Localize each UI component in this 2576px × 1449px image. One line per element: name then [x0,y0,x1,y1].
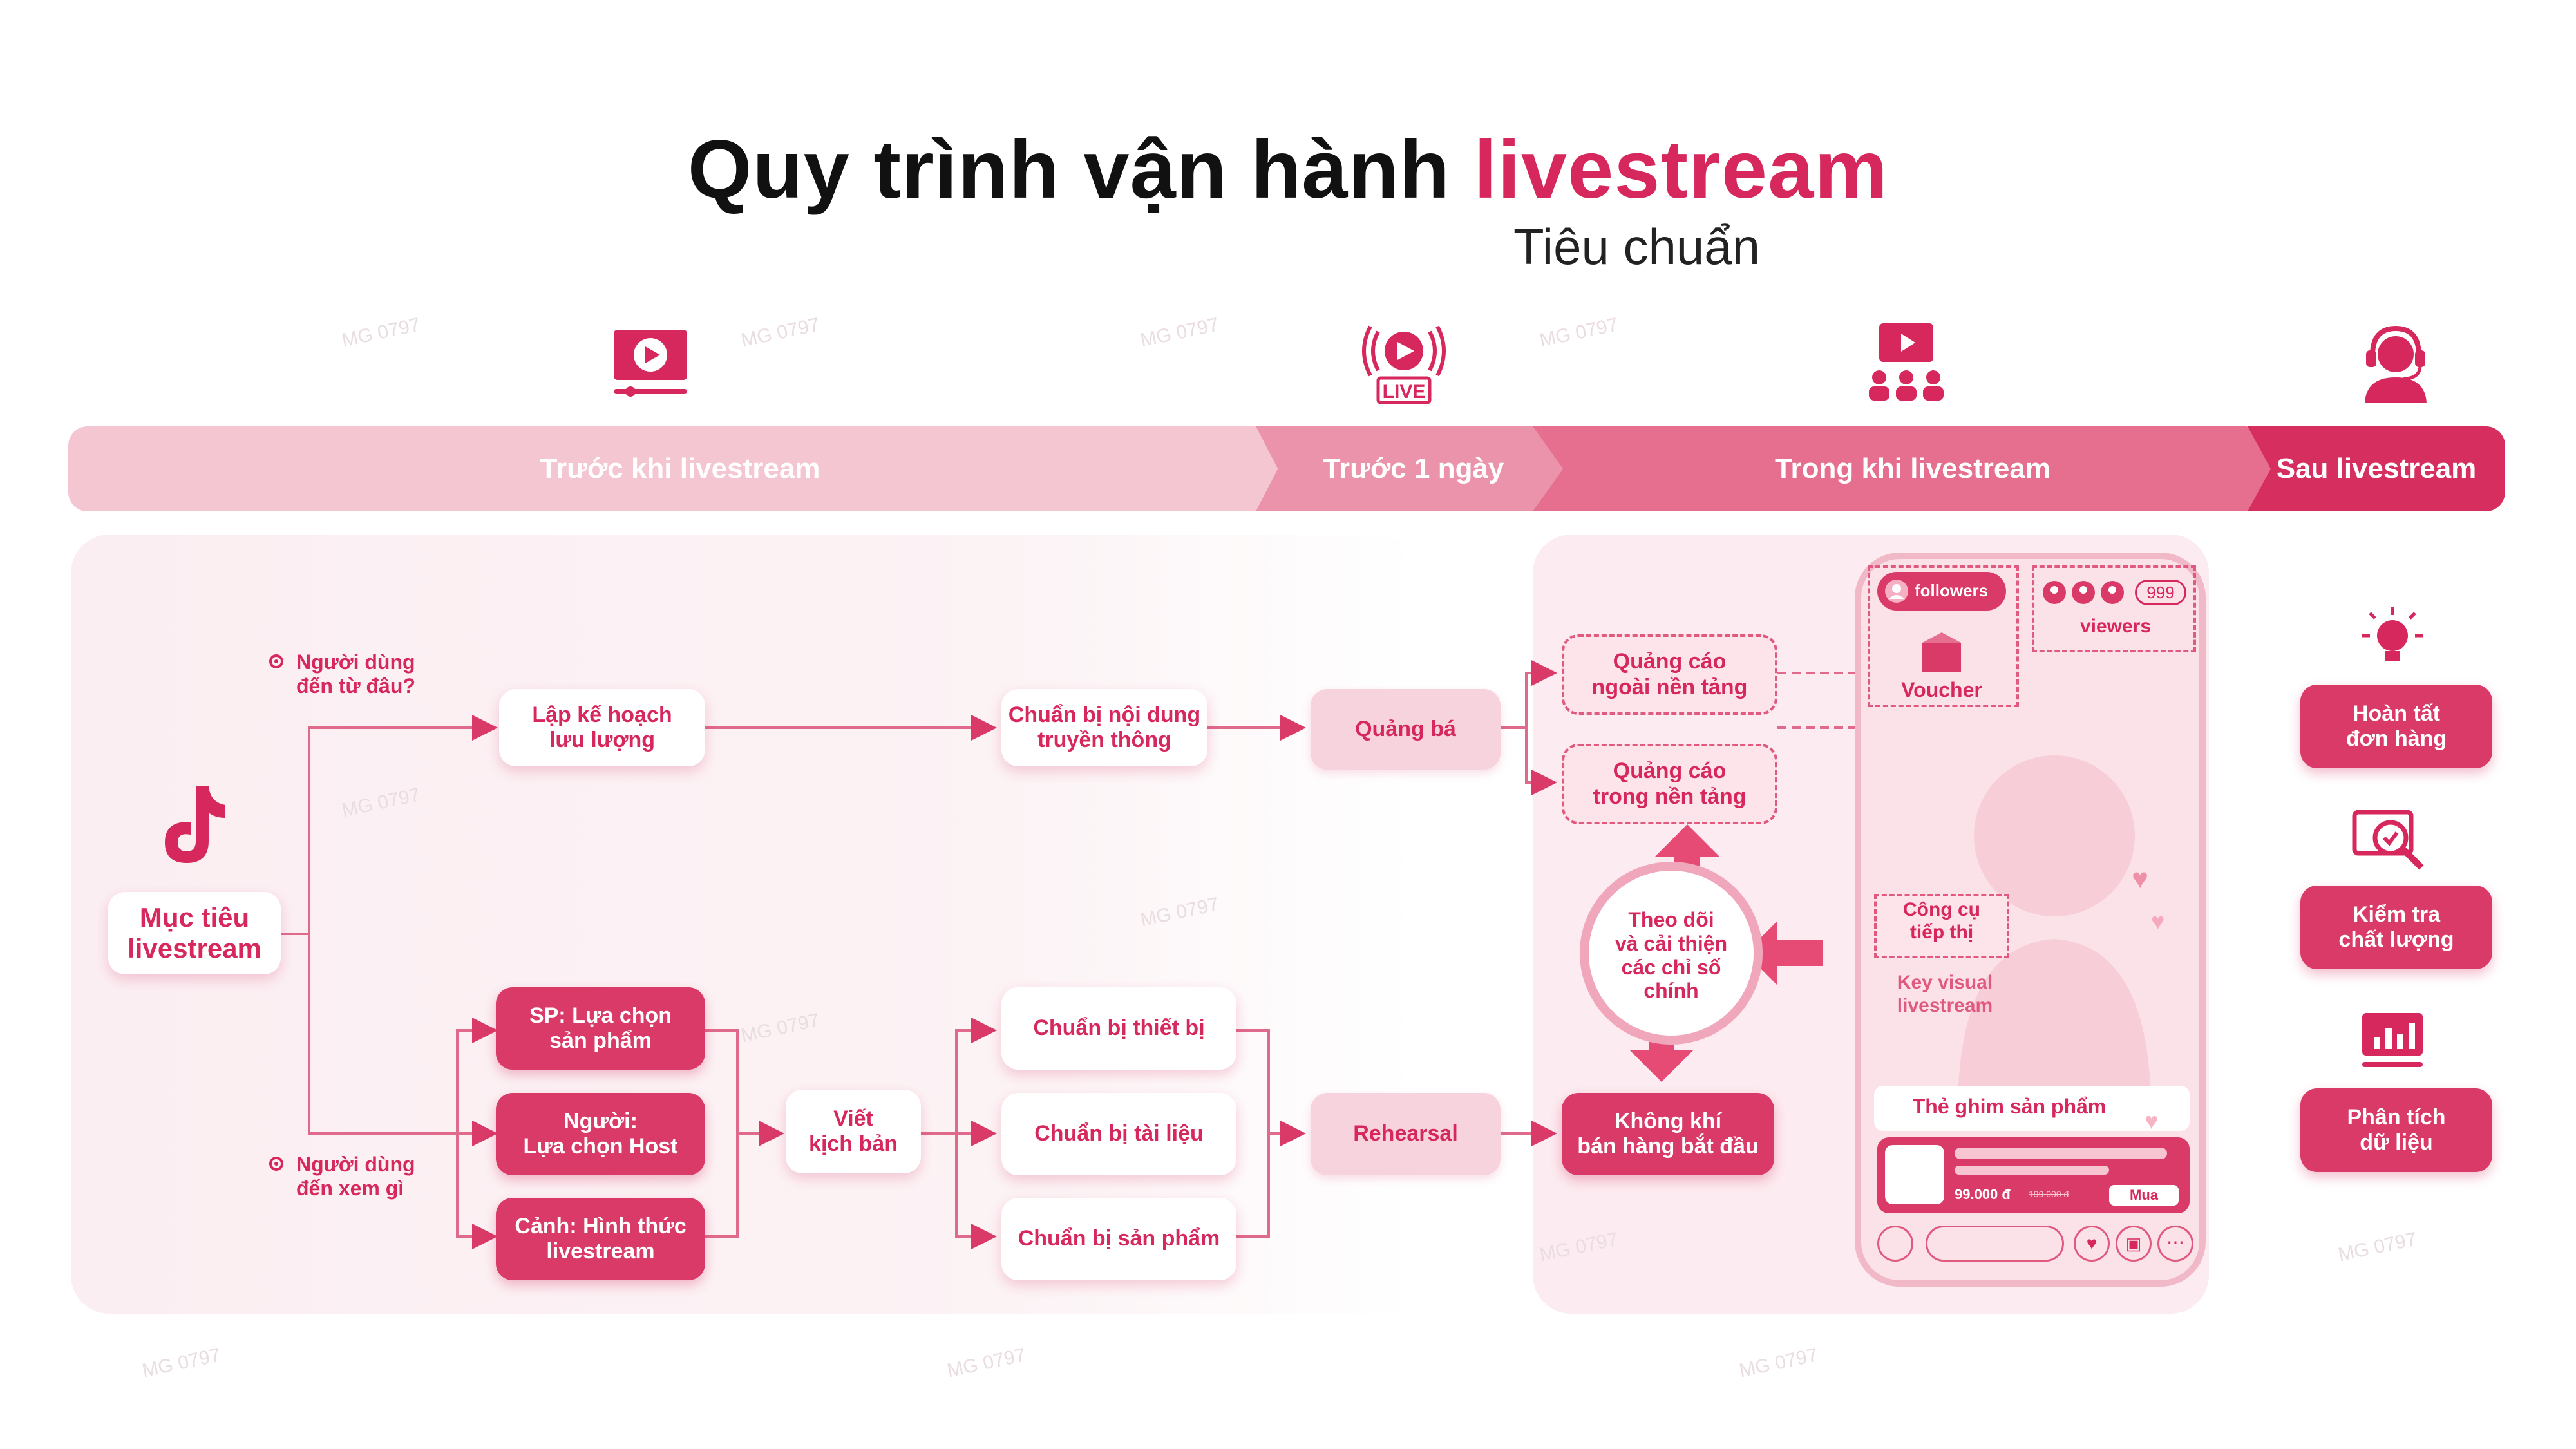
product-old-price: 199.000 đ [2029,1189,2069,1199]
title-accent: livestream [1473,124,1889,216]
viewers-area [2032,565,2196,652]
viewers-label: viewers [2079,616,2152,637]
quality-check-node: Kiểm tra chất lượng [2300,886,2492,969]
voucher-icon [1922,632,1961,672]
documents-node: Chuẩn bị tài liệu [1001,1093,1236,1175]
question-user-watch-text: Người dùng đến xem gì [296,1153,415,1200]
radio-dot-icon [269,654,283,668]
gift-icon[interactable]: ▣ [2116,1226,2152,1262]
product-price: 99.000 đ [1955,1186,2011,1202]
shop-bag-icon[interactable] [1877,1226,1913,1262]
analytics-chart-icon [2362,1013,2423,1067]
analyze-data-node: Phân tích dữ liệu [2300,1088,2492,1172]
title-main: Quy trình vận hành [687,124,1451,216]
floating-heart-icon: ♥ [2151,908,2165,934]
before-livestream-panel [71,535,1417,1314]
phase-during-livestream: Trong khi livestream [1533,426,2293,511]
comment-input[interactable] [1926,1226,2064,1262]
promotion-node: Quảng bá [1311,689,1501,770]
floating-heart-icon: ♥ [2132,863,2149,895]
phase-one-day-before: Trước 1 ngày [1256,426,1571,511]
followers-pill: followers [1877,572,2006,611]
rehearsal-node: Rehearsal [1311,1093,1501,1175]
live-broadcast-icon: LIVE [1362,325,1446,404]
voucher-label: Voucher [1901,678,1982,701]
more-icon[interactable]: ⋯ [2157,1226,2193,1262]
followers-label: followers [1915,581,1989,600]
viewer-count: 999 [2135,580,2186,605]
phase-after-livestream: Sau livestream [2248,426,2505,511]
equipment-node: Chuẩn bị thiết bị [1001,987,1236,1070]
lightbulb-icon [2362,607,2423,661]
tiktok-logo-icon [165,786,225,863]
quality-check-icon [2352,810,2424,870]
page-subtitle: Tiêu chuẩn [1513,218,1761,275]
products-prep-node: Chuẩn bị sản phẩm [1001,1198,1236,1280]
page-title: Quy trình vận hành livestream [0,122,2576,217]
product-thumbnail [1885,1145,1944,1204]
key-visual-label: Key visual livestream [1897,972,1993,1016]
ads-inside-node: Quảng cáo trong nền tảng [1562,744,1777,824]
marketing-tools-label: Công cụ tiếp thị [1903,899,1980,943]
traffic-plan-node: Lập kế hoạch lưu lượng [499,689,705,766]
content-prep-node: Chuẩn bị nội dung truyền thông [1001,689,1208,766]
pinned-product-card: 99.000 đ 199.000 đ Mua [1877,1137,2190,1213]
product-desc-bar [1955,1166,2109,1175]
radio-dot-icon [269,1157,283,1171]
ads-outside-node: Quảng cáo ngoài nền tảng [1562,634,1777,715]
scene-node: Cảnh: Hình thức livestream [496,1198,705,1280]
avatar-icon [1885,580,1908,603]
atmosphere-node: Không khí bán hàng bắt đầu [1562,1093,1774,1175]
question-user-watch: Người dùng đến xem gì [269,1153,415,1200]
audience-screen-icon [1869,323,1944,401]
phase-before-livestream: Trước khi livestream [68,426,1292,511]
svg-text:LIVE: LIVE [1383,381,1426,402]
goal-node: Mục tiêu livestream [108,892,281,974]
voucher-area [1868,565,2019,707]
host-node: Người: Lựa chọn Host [496,1093,705,1175]
pinned-header [1874,1086,2190,1131]
product-node: SP: Lựa chọn sản phẩm [496,987,705,1070]
viewer-avatars-icon [2043,581,2124,604]
marketing-tools-box [1874,894,2009,958]
floating-heart-icon: ♥ [2145,1108,2159,1134]
monitor-node: Theo dõi và cải thiện các chỉ số chính [1615,908,1728,1003]
heart-icon[interactable]: ♥ [2074,1226,2110,1262]
buy-button[interactable]: Mua [2109,1185,2179,1206]
video-play-icon [614,330,687,397]
complete-orders-node: Hoàn tất đơn hàng [2300,685,2492,768]
question-user-source: Người dùng đến từ đâu? [269,650,415,698]
product-title-bar [1955,1148,2167,1159]
host-silhouette-icon [1958,755,2151,1113]
headset-support-icon [2365,325,2427,403]
pinned-label: Thẻ ghim sản phẩm [1912,1095,2107,1118]
phone-mockup: followers Voucher 999 viewers Công cụ ti… [1855,553,2206,1287]
question-user-source-text: Người dùng đến từ đâu? [296,650,415,697]
script-node: Viết kịch bản [786,1090,921,1173]
